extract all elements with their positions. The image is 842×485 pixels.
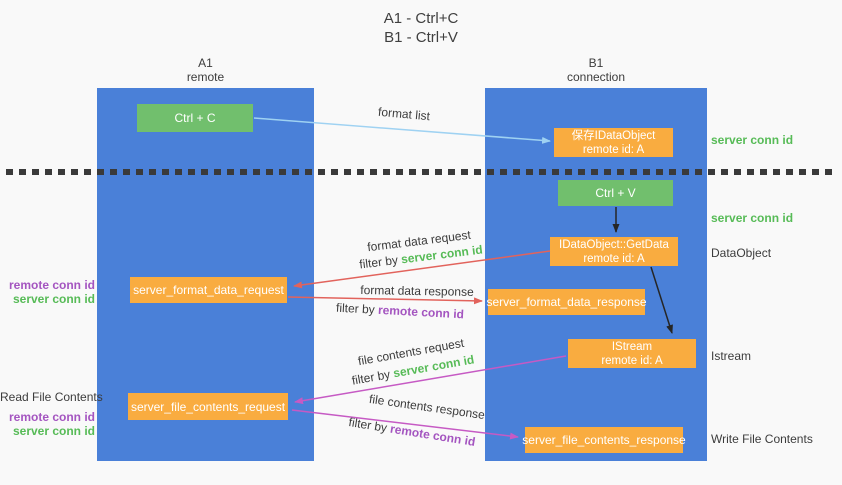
node-idataobject-getdata-line2: remote id: A	[583, 252, 645, 265]
column-b1-name: B1	[588, 56, 604, 70]
node-server-format-data-response-label: server_format_data_response	[486, 295, 647, 309]
node-istream-line1: IStream	[611, 340, 653, 353]
server-conn-id-label: server conn id	[12, 423, 95, 438]
node-save-idataobject: 保存IDataObject remote id: A	[554, 128, 673, 157]
filter-by-text: filter by	[358, 252, 402, 272]
label-file-contents-response-filter: filter by remote conn id	[348, 415, 477, 449]
node-save-idataobject-line2: remote id: A	[582, 143, 645, 156]
column-a1-name: A1	[198, 56, 213, 70]
server-conn-id-label: server conn id	[12, 291, 95, 306]
remote-conn-id-label: remote conn id	[8, 278, 95, 292]
dataobject-label: DataObject	[711, 246, 772, 260]
label-format-data-response-filter: filter by remote conn id	[336, 301, 465, 322]
node-idataobject-getdata: IDataObject::GetData remote id: A	[550, 237, 678, 266]
remote-conn-id-key: remote conn id	[377, 302, 465, 322]
node-ctrl-c: Ctrl + C	[137, 104, 253, 132]
filter-by-text: filter by	[347, 415, 392, 436]
node-server-file-contents-request: server_file_contents_request	[128, 393, 288, 420]
remote-conn-id-label: remote conn id	[8, 410, 95, 424]
remote-conn-id-key: remote conn id	[389, 421, 477, 449]
node-ctrl-v-label: Ctrl + V	[595, 186, 636, 200]
istream-label: Istream	[711, 349, 752, 363]
node-server-file-contents-request-label: server_file_contents_request	[130, 399, 286, 414]
node-ctrl-c-label: Ctrl + C	[174, 111, 216, 125]
filter-by-text: filter by	[350, 366, 395, 388]
node-server-format-data-request: server_format_data_request	[130, 277, 287, 303]
column-header-b1: B1 connection	[485, 56, 707, 84]
node-save-idataobject-line1: 保存IDataObject	[571, 129, 656, 142]
node-istream: IStream remote id: A	[568, 339, 696, 368]
server-conn-id-label: server conn id	[711, 211, 794, 225]
write-file-contents-label: Write File Contents	[711, 432, 813, 446]
node-server-format-data-request-label: server_format_data_request	[133, 283, 284, 297]
title-line-2: B1 - Ctrl+V	[384, 29, 458, 46]
node-ctrl-v: Ctrl + V	[558, 180, 673, 206]
filter-by-text: filter by	[335, 300, 379, 317]
node-server-file-contents-response: server_file_contents_response	[522, 427, 686, 453]
title-line-1: A1 - Ctrl+C	[383, 10, 459, 27]
node-istream-line2: remote id: A	[601, 354, 663, 367]
machine-boundary-dotted-line	[6, 169, 836, 175]
read-file-contents-label: Read File Contents	[0, 390, 103, 404]
label-file-contents-response: file contents response	[368, 391, 486, 423]
column-header-a1: A1 remote	[97, 56, 314, 84]
left-conn-id-pair-2: remote conn id server conn id	[0, 410, 95, 438]
column-a1-subtitle: remote	[186, 70, 225, 84]
left-conn-id-pair-1: remote conn id server conn id	[0, 278, 95, 306]
server-conn-id-label: server conn id	[711, 133, 794, 147]
diagram-title: A1 - Ctrl+C B1 - Ctrl+V	[0, 9, 842, 47]
node-server-format-data-response: server_format_data_response	[486, 289, 647, 315]
label-format-list: format list	[377, 104, 431, 124]
node-idataobject-getdata-line1: IDataObject::GetData	[559, 238, 669, 251]
column-b1-subtitle: connection	[566, 70, 626, 84]
node-server-file-contents-response-label: server_file_contents_response	[522, 433, 686, 447]
label-format-data-response: format data response	[360, 283, 474, 299]
